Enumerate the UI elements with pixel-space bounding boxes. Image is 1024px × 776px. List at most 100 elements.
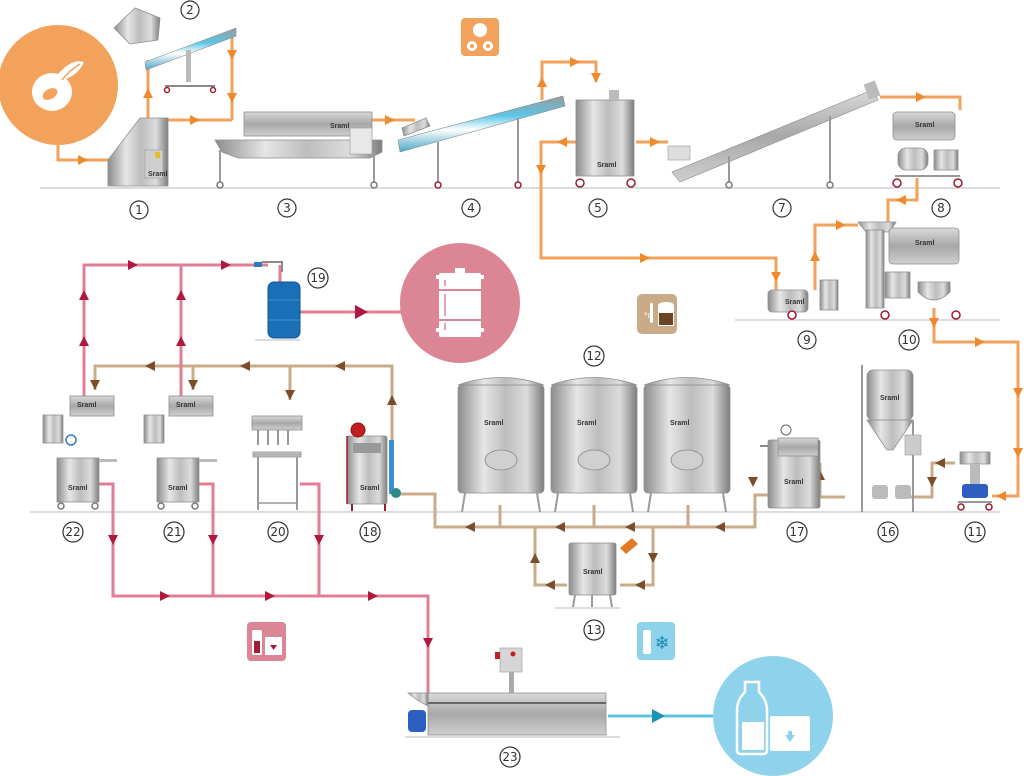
brand-label: Sraml [68,485,88,492]
machine-21-filler[interactable]: Sraml Sraml [143,395,217,510]
machine-9-pump[interactable]: Sraml [767,279,839,320]
brand-label: Sraml [785,299,805,306]
arrow [368,591,378,601]
machine-12-storage-tanks[interactable]: Sraml Sraml Sraml [457,377,731,513]
arrow [1013,388,1023,398]
station-label-1: 1 [129,200,149,220]
arrow [265,591,275,601]
svg-text:23: 23 [502,750,517,764]
station-label-19: 19 [307,267,329,289]
arrow [555,522,565,532]
svg-text:22: 22 [65,525,80,539]
arrow [227,50,237,60]
brand-label: Sraml [148,171,168,178]
pipe-7-to-8 [880,95,962,110]
arrow [176,290,186,300]
station-label-9: 9 [797,330,817,350]
brand-label: Sraml [176,402,196,409]
arrow [355,305,368,319]
arrow [145,361,155,371]
machine-5-crusher[interactable]: Sraml [575,90,636,188]
machine-7-screw-conveyor[interactable] [667,80,881,189]
arrow [78,155,88,165]
svg-text:21: 21 [166,525,181,539]
machine-16-deaerator[interactable]: Sraml [861,365,922,512]
station-label-12: 12 [583,345,605,367]
arrow [160,591,170,601]
arrow [635,580,645,590]
station-label-8: 8 [931,198,951,218]
machine-22-filler[interactable]: Sraml Sraml [42,395,117,510]
station-label-22: 22 [62,521,84,543]
brand-label: Sraml [360,485,380,492]
machine-3-washer[interactable]: Sraml [214,111,383,189]
machine-8-pulper[interactable]: Sraml [892,111,963,188]
pipe-tank-drops [498,505,690,527]
brand-label: Sraml [597,162,617,169]
arrow [1013,448,1023,458]
pipe-10-to-11 [932,308,1020,498]
machine-20-filler[interactable] [251,415,303,510]
temperature-storage-badge: °C [637,294,677,334]
arrow [385,115,395,125]
arrow [536,165,546,175]
svg-text:7: 7 [778,201,786,215]
arrow [208,535,218,545]
machine-11-transfer-pump[interactable] [957,451,993,511]
machine-2-inclined-conveyor[interactable] [113,7,237,94]
pipe-20-down [300,482,321,596]
brand-label: Sraml [77,402,97,409]
arrow [465,522,475,532]
arrow [537,77,547,87]
arrow [929,318,939,328]
machine-17-homogenizer[interactable]: Sraml [760,424,821,509]
arrow [810,251,820,261]
arrow [108,535,118,545]
svg-text:9: 9 [803,333,811,347]
pipe-to-13-left [533,527,567,587]
fruit-icon [32,61,84,111]
machine-18-pasteurizer[interactable]: Sraml [346,422,401,511]
arrow [625,522,635,532]
arrow [591,73,601,83]
machine-23-cooling-tunnel[interactable] [406,647,607,736]
storage-tank[interactable]: Sraml [457,377,545,513]
celsius-label: °C [644,312,653,320]
arrow [557,137,567,147]
station-label-2: 2 [180,0,200,20]
arrow [285,390,295,400]
thermometer-tank-icon: °C [644,302,674,326]
arrow [221,260,231,270]
machine-19-barrel[interactable] [254,261,301,339]
machine-1-hopper[interactable]: Sraml [107,117,169,187]
packaged-output-circle [713,656,833,776]
arrow [190,115,200,125]
svg-text:❄: ❄ [654,633,669,654]
brand-label: Sraml [583,569,603,576]
arrow [188,380,198,390]
station-labels: 1 2 3 4 5 7 8 9 10 11 12 13 16 17 18 19 … [62,0,986,768]
raw-fruit-arrows [78,50,1023,501]
arrow [227,93,237,103]
arrow [650,137,660,147]
machine-10-refiner[interactable]: Sraml [857,221,961,320]
svg-text:5: 5 [594,201,602,215]
machine-13-mixing-tank[interactable]: Sraml [568,538,638,608]
storage-tank[interactable]: Sraml [643,377,731,513]
pipe-5-to-9 [539,140,778,290]
storage-tank[interactable]: Sraml [550,377,638,513]
arrow [836,220,846,230]
svg-text:20: 20 [270,525,285,539]
brand-label: Sraml [484,420,504,427]
arrow [996,491,1006,501]
arrow [79,290,89,300]
machine-4-inspection-conveyor[interactable] [397,95,566,189]
arrow [530,553,540,563]
station-label-11: 11 [964,521,986,543]
arrow [90,380,100,390]
arrow [748,477,758,487]
arrow [640,253,650,263]
cooling-badge: ❄ [637,622,675,660]
station-label-21: 21 [163,521,185,543]
